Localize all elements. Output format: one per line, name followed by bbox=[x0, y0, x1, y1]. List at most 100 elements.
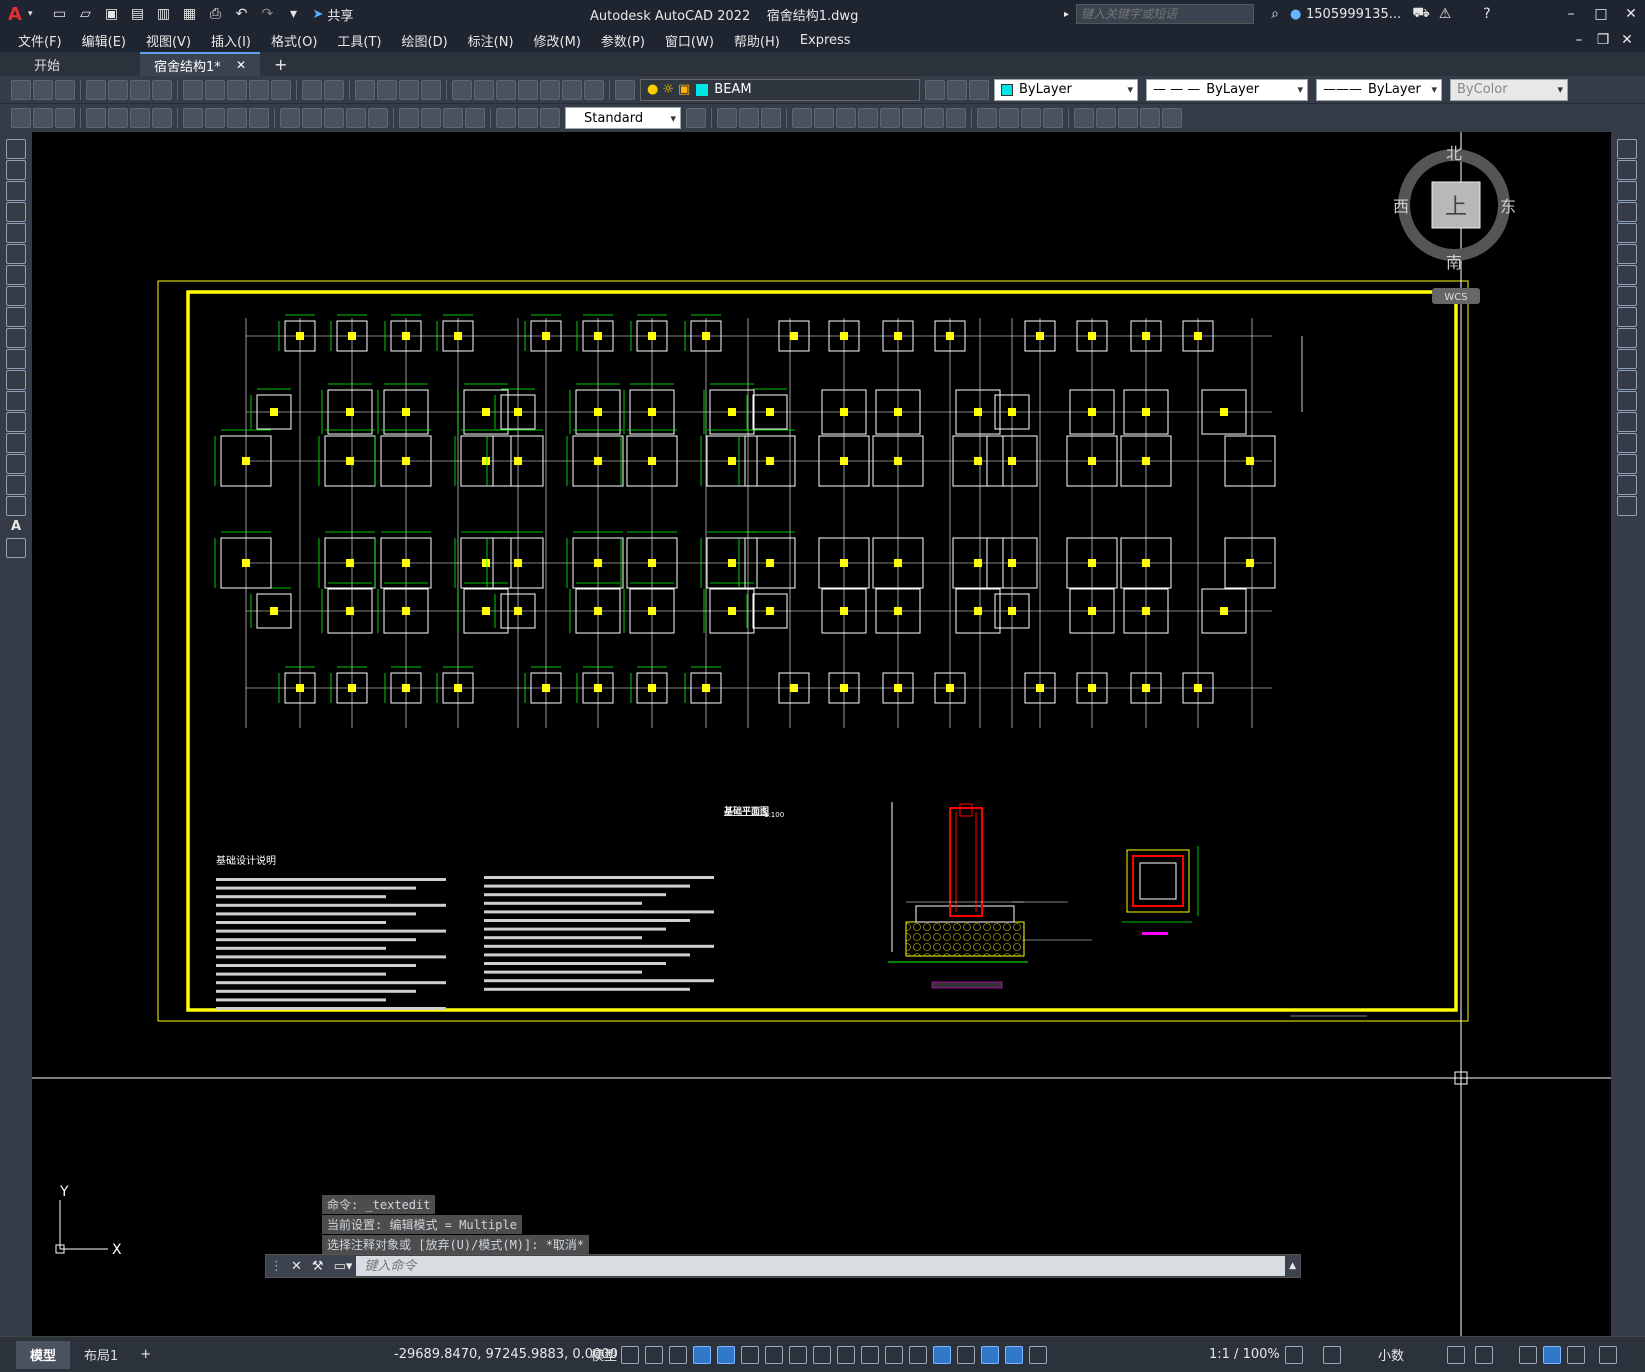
make-block-icon[interactable] bbox=[6, 391, 26, 411]
layout-tab-layout1[interactable]: 布局1 bbox=[84, 1349, 119, 1364]
array-icon[interactable] bbox=[1617, 223, 1637, 243]
color-dropdown[interactable]: ByLayer bbox=[994, 78, 1138, 101]
tb-dim-aligned-icon[interactable] bbox=[108, 108, 128, 128]
tb-markup-icon[interactable] bbox=[540, 79, 560, 100]
autodesk-a360-icon[interactable]: ⚠ bbox=[1438, 6, 1452, 22]
coordinates-readout[interactable]: -29689.8470, 97245.9883, 0.0000 bbox=[394, 1347, 618, 1362]
cmdline-customize-icon[interactable]: ⚒ bbox=[311, 1258, 324, 1274]
hardware-accel-icon[interactable] bbox=[1543, 1345, 1561, 1364]
viewcube-east[interactable]: 东 bbox=[1500, 197, 1516, 216]
tb-plot-icon[interactable] bbox=[86, 79, 106, 100]
copy-icon[interactable] bbox=[1617, 160, 1637, 180]
ortho-icon[interactable] bbox=[717, 1345, 735, 1364]
doc-minimize-icon[interactable]: – bbox=[1575, 32, 1583, 48]
tb-zoom-window-icon[interactable] bbox=[399, 79, 419, 100]
isolate-objects-icon[interactable] bbox=[1519, 1345, 1537, 1364]
tb-ws-icon[interactable] bbox=[11, 108, 31, 128]
object-snap-tracking-icon[interactable] bbox=[789, 1345, 807, 1364]
tb-dim-space-icon[interactable] bbox=[346, 108, 366, 128]
close-icon[interactable]: ✕ bbox=[1625, 6, 1637, 22]
tb-layer-previous-icon[interactable] bbox=[947, 79, 967, 100]
annotation-scale[interactable]: 1:1 / 100% bbox=[1209, 1347, 1280, 1362]
spline-icon[interactable] bbox=[6, 307, 26, 327]
ellipse-icon[interactable] bbox=[6, 328, 26, 348]
selection-cycling-icon[interactable] bbox=[885, 1345, 903, 1364]
rectangle-icon[interactable] bbox=[6, 223, 26, 243]
tb-copy-obj-icon[interactable] bbox=[814, 108, 834, 128]
explode-icon[interactable] bbox=[1617, 496, 1637, 516]
menu-modify[interactable]: 修改(M) bbox=[533, 34, 581, 50]
new-tab-icon[interactable]: + bbox=[274, 54, 288, 74]
tb-blockedit-icon[interactable] bbox=[271, 79, 291, 100]
viewcube[interactable]: 上 北 南 东 西 WCS bbox=[1393, 144, 1516, 304]
ellipse-arc-icon[interactable] bbox=[6, 349, 26, 369]
tb-scale-icon[interactable] bbox=[902, 108, 922, 128]
tb-preview-icon[interactable] bbox=[108, 79, 128, 100]
tb-qdim-icon[interactable] bbox=[280, 108, 300, 128]
dynamic-input-icon[interactable] bbox=[693, 1345, 711, 1364]
publish-icon[interactable]: ▥ bbox=[156, 6, 171, 22]
extend-icon[interactable] bbox=[1617, 349, 1637, 369]
tb-new-icon[interactable] bbox=[11, 79, 31, 100]
tb-center-mark-icon[interactable] bbox=[421, 108, 441, 128]
print-icon[interactable]: ⎙ bbox=[209, 6, 222, 22]
join-icon[interactable] bbox=[1617, 412, 1637, 432]
maximize-icon[interactable]: □ bbox=[1594, 6, 1608, 22]
blend-curves-icon[interactable] bbox=[1617, 475, 1637, 495]
tb-modify3-icon[interactable] bbox=[761, 108, 781, 128]
gizmo-icon[interactable] bbox=[981, 1345, 999, 1364]
app-menu-dropdown-icon[interactable]: ▾ bbox=[27, 9, 33, 19]
tb-cut-icon[interactable] bbox=[183, 79, 203, 100]
tb-publish-icon[interactable] bbox=[130, 79, 150, 100]
polar-icon[interactable] bbox=[741, 1345, 759, 1364]
auto-scale-icon[interactable] bbox=[1029, 1345, 1047, 1364]
annotation-monitor-icon[interactable] bbox=[1323, 1345, 1341, 1364]
menu-insert[interactable]: 插入(I) bbox=[211, 34, 252, 50]
dimstyle-dropdown[interactable]: Standard bbox=[565, 107, 681, 129]
menu-help[interactable]: 帮助(H) bbox=[733, 34, 780, 50]
tb-calc-icon[interactable] bbox=[562, 79, 582, 100]
stretch-icon[interactable] bbox=[1617, 307, 1637, 327]
tb-ucs2-icon[interactable] bbox=[1096, 108, 1116, 128]
tb-dim-baseline-icon[interactable] bbox=[302, 108, 322, 128]
insert-block-icon[interactable] bbox=[6, 370, 26, 390]
tb-modify2-icon[interactable] bbox=[739, 108, 759, 128]
tb-layer-state-icon[interactable] bbox=[969, 79, 989, 100]
3d-osnap-icon[interactable] bbox=[909, 1345, 927, 1364]
menu-tools[interactable]: 工具(T) bbox=[337, 34, 382, 50]
tb-ws2-icon[interactable] bbox=[33, 108, 53, 128]
lock-ui-icon[interactable] bbox=[1475, 1345, 1493, 1364]
tb-designcenter-icon[interactable] bbox=[474, 79, 494, 100]
doc-close-icon[interactable]: ✕ bbox=[1621, 32, 1633, 48]
tb-surface2-icon[interactable] bbox=[999, 108, 1019, 128]
tb-open-icon[interactable] bbox=[33, 79, 53, 100]
viewcube-west[interactable]: 西 bbox=[1393, 197, 1409, 216]
infer-constraints-icon[interactable] bbox=[669, 1345, 687, 1364]
menu-view[interactable]: 视图(V) bbox=[145, 34, 192, 50]
break-icon[interactable] bbox=[1617, 391, 1637, 411]
tb-dim-edit-icon[interactable] bbox=[496, 108, 516, 128]
cart-icon[interactable]: ⛟ bbox=[1412, 5, 1430, 21]
tb-paste-icon[interactable] bbox=[227, 79, 247, 100]
search-input[interactable] bbox=[1076, 4, 1254, 24]
help-icon[interactable]: ? bbox=[1483, 6, 1491, 22]
tb-dim-break-icon[interactable] bbox=[368, 108, 388, 128]
selection-filter-icon[interactable] bbox=[957, 1345, 975, 1364]
units-dropdown[interactable]: 小数 bbox=[1378, 1349, 1405, 1364]
tb-mirror-icon[interactable] bbox=[880, 108, 900, 128]
tb-dim-diameter-icon[interactable] bbox=[227, 108, 247, 128]
tb-dim-jogged-icon[interactable] bbox=[205, 108, 225, 128]
tb-dim-textedit-icon[interactable] bbox=[518, 108, 538, 128]
menu-window[interactable]: 窗口(W) bbox=[664, 34, 714, 50]
tb-properties-icon[interactable] bbox=[452, 79, 472, 100]
cmdline-recent-icon[interactable]: ▭▾ bbox=[333, 1258, 353, 1274]
model-space-toggle[interactable]: 模型 bbox=[591, 1349, 618, 1364]
mtext-icon[interactable]: A bbox=[10, 519, 22, 534]
tb-tolerance-icon[interactable] bbox=[399, 108, 419, 128]
move-icon[interactable] bbox=[1617, 244, 1637, 264]
tb-rotate-icon[interactable] bbox=[858, 108, 878, 128]
autocad-logo-icon[interactable]: A bbox=[8, 3, 22, 25]
lineweight-icon[interactable] bbox=[837, 1345, 855, 1364]
tab-start[interactable]: 开始 bbox=[34, 58, 61, 74]
tb-dim-update-icon[interactable] bbox=[540, 108, 560, 128]
